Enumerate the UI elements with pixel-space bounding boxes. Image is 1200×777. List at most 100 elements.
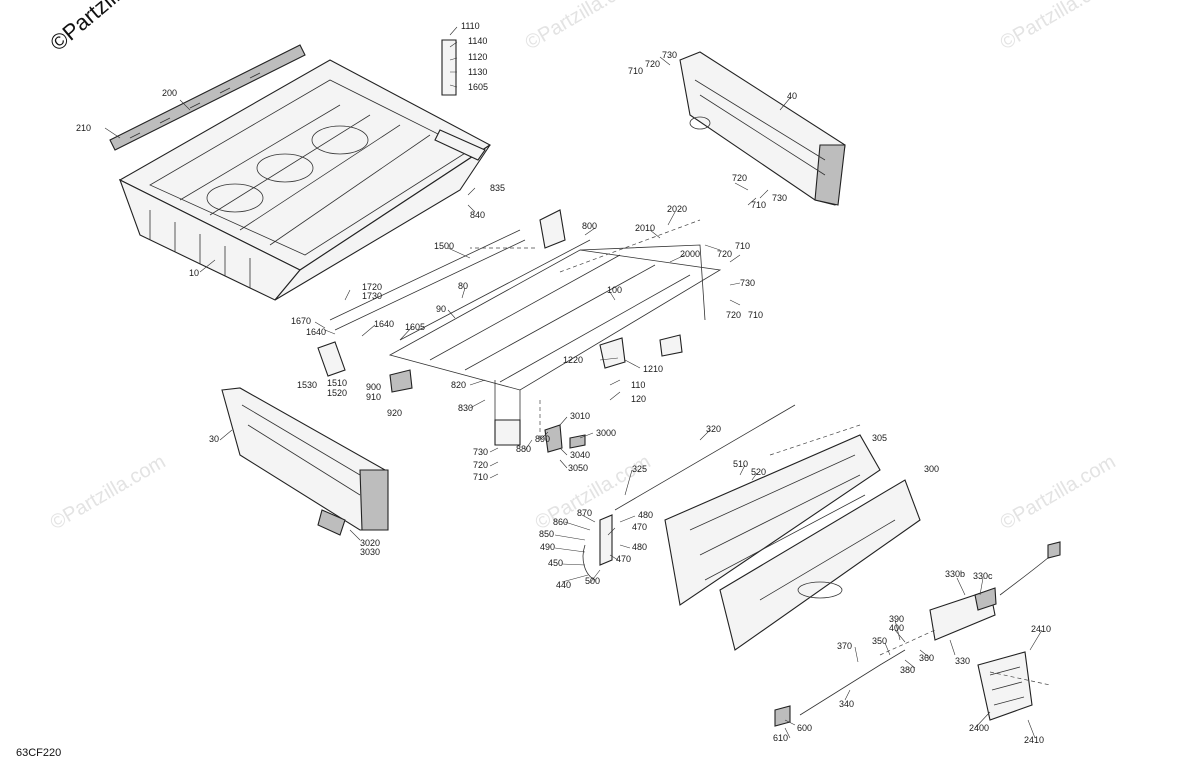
callout-2020: 2020: [667, 204, 687, 214]
watermark-3: ©Partzilla.com: [47, 451, 170, 535]
leader-lines: [104, 26, 1043, 739]
callout-870: 870: [577, 508, 592, 518]
callout-710-b: 710: [751, 200, 766, 210]
callout-30: 30: [209, 434, 219, 444]
callout-90: 90: [436, 304, 446, 314]
callout-440: 440: [556, 580, 571, 590]
callout-1530: 1530: [297, 380, 317, 390]
cargo-box: [109, 44, 492, 301]
callout-730-a: 730: [662, 50, 677, 60]
callout-600: 600: [797, 723, 812, 733]
callout-510: 510: [733, 459, 748, 469]
callout-1605-frame: 1605: [405, 322, 425, 332]
callout-380: 380: [900, 665, 915, 675]
side-panel-right: [679, 51, 846, 206]
callout-110: 110: [631, 380, 645, 390]
callout-720-c: 720: [717, 249, 732, 259]
callout-880: 880: [516, 444, 531, 454]
callout-330c: 330c: [973, 571, 993, 581]
callout-2400: 2400: [969, 723, 989, 733]
callout-860: 860: [553, 517, 568, 527]
callout-350: 350: [872, 636, 887, 646]
callout-2410-top: 2410: [1031, 624, 1051, 634]
callout-490: 490: [540, 542, 555, 552]
callout-3030: 3030: [360, 547, 380, 557]
callout-1500: 1500: [434, 241, 454, 251]
corner-watermark: ©Partzilla: [45, 0, 134, 56]
callout-1640-b: 1640: [374, 319, 394, 329]
tailgate: [614, 404, 921, 651]
callout-305: 305: [872, 433, 887, 443]
callout-720-e: 720: [473, 460, 488, 470]
callout-1110: 1110: [461, 21, 480, 31]
callout-3020: 3020: [360, 538, 380, 548]
callout-800: 800: [582, 221, 597, 231]
callout-210: 210: [76, 123, 91, 133]
callout-1210: 1210: [643, 364, 663, 374]
callout-360: 360: [919, 653, 934, 663]
callout-720-a: 720: [645, 59, 660, 69]
callout-730-e: 730: [473, 447, 488, 457]
callout-1640-a: 1640: [306, 327, 326, 337]
callout-370: 370: [837, 641, 852, 651]
callout-390: 390: [889, 614, 904, 624]
callout-3000: 3000: [596, 428, 616, 438]
callout-835: 835: [490, 183, 505, 193]
callout-120: 120: [631, 394, 646, 404]
callout-100: 100: [607, 285, 622, 295]
callout-1130: 1130: [468, 67, 487, 77]
callout-920: 920: [387, 408, 402, 418]
callout-1730: 1730: [362, 291, 382, 301]
watermark-1: ©Partzilla.com: [522, 0, 645, 54]
callout-2000: 2000: [680, 249, 700, 259]
watermark-5: ©Partzilla.com: [997, 451, 1120, 535]
callout-710-e: 710: [473, 472, 488, 482]
diagram-code: 63CF220: [16, 747, 61, 759]
callout-470-b: 470: [616, 554, 631, 564]
callout-730-b: 730: [772, 193, 787, 203]
callout-1605-top: 1605: [468, 82, 488, 92]
callout-80: 80: [458, 281, 468, 291]
callout-710-c: 710: [735, 241, 750, 251]
callout-330: 330: [955, 656, 970, 666]
callout-1220: 1220: [563, 355, 583, 365]
callout-890: 890: [535, 434, 550, 444]
callout-900: 900: [366, 382, 381, 392]
callout-3040: 3040: [570, 450, 590, 460]
callout-720-d: 720: [726, 310, 741, 320]
callout-730-c: 730: [740, 278, 755, 288]
callout-1520: 1520: [327, 388, 347, 398]
callout-820: 820: [451, 380, 466, 390]
callout-2410-bottom: 2410: [1024, 735, 1044, 745]
callout-470-a: 470: [632, 522, 647, 532]
callout-710-a: 710: [628, 66, 643, 76]
callout-300: 300: [924, 464, 939, 474]
callout-320: 320: [706, 424, 721, 434]
callout-1670: 1670: [291, 316, 311, 326]
callout-1510: 1510: [327, 378, 347, 388]
callout-200: 200: [162, 88, 177, 98]
callout-3010: 3010: [570, 411, 590, 421]
cargo-frame: [329, 229, 722, 446]
small-parts: [317, 39, 1061, 727]
callout-480-b: 480: [632, 542, 647, 552]
callout-500: 500: [585, 576, 600, 586]
callout-720-b: 720: [732, 173, 747, 183]
side-panel-left: [221, 387, 389, 536]
callout-330b: 330b: [945, 569, 965, 579]
callout-610: 610: [773, 733, 788, 743]
assembly-lines: [470, 219, 1051, 686]
callout-10: 10: [189, 268, 199, 278]
callout-1720: 1720: [362, 282, 382, 292]
callout-520: 520: [751, 467, 766, 477]
callout-850: 850: [539, 529, 554, 539]
callout-450: 450: [548, 558, 563, 568]
callout-1140: 1140: [468, 36, 487, 46]
callout-830: 830: [458, 403, 473, 413]
callout-910: 910: [366, 392, 381, 402]
watermark-2: ©Partzilla.com: [997, 0, 1120, 54]
callout-1120: 1120: [468, 52, 487, 62]
callout-labels: 10 200 210 1110 1140 1120 1130 1605 835 …: [16, 21, 1051, 759]
callout-2010: 2010: [635, 223, 655, 233]
